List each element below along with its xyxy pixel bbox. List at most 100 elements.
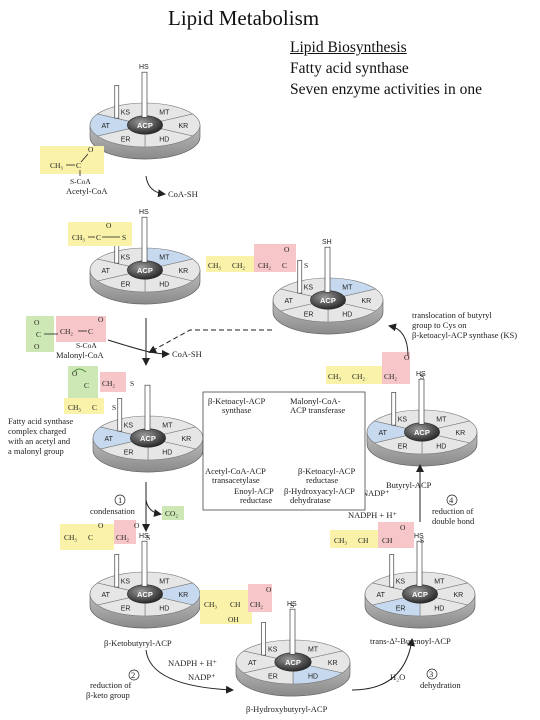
- wheel-hydroxybutyryl-pin-label: HS: [287, 601, 297, 608]
- legend-at-2: transacetylase: [212, 475, 260, 485]
- legend-hd-1: β-Hydroxyacyl-ACP: [284, 486, 355, 496]
- wheel-butenoyl-segment-at: [364, 582, 421, 606]
- wheel-hydroxybutyryl-acp-label: ACP: [285, 658, 301, 667]
- malonyl-o-2: O: [98, 315, 104, 324]
- wheel-butenoyl-label-ks: KS: [396, 579, 406, 586]
- translocation-label-3: β-ketoacyl-ACP synthase (KS): [412, 330, 517, 340]
- wheel-translocated-acp-label: ACP: [320, 296, 336, 305]
- w6-ch3: CH₃: [334, 536, 347, 545]
- wheel-ketobutyryl-pin-label: HS: [139, 533, 149, 540]
- wheel-initial-label-mt: MT: [159, 110, 170, 117]
- wheel-hydroxybutyryl-segment-kr: [292, 650, 351, 674]
- wheel-butenoyl-label-at: AT: [377, 592, 386, 599]
- legend-mt-1: Malonyl-CoA-: [290, 396, 341, 406]
- wheel-initial-label-at: AT: [102, 123, 111, 130]
- subtitle-lipid-biosynthesis: Lipid Biosynthesis: [290, 39, 407, 56]
- wheel-butyryl-label-at: AT: [379, 430, 388, 437]
- legend-er-1: Enoyl-ACP: [234, 486, 274, 496]
- acetyl-scoa: S-CoA: [70, 177, 91, 186]
- w5-ch3: CH₃: [204, 600, 217, 609]
- wheel-charged-complex-ks-pin: [117, 398, 123, 432]
- w3-c1: C: [84, 381, 89, 390]
- wheel-butyryl-label-mt: MT: [436, 417, 447, 424]
- wheel-translocated-ks-pin: [297, 260, 303, 294]
- w3-s2: S: [112, 403, 116, 412]
- wheel-initial-label-er: ER: [121, 136, 131, 143]
- wheel-translocated-segment-kr: [327, 288, 384, 312]
- butenoyl-group: CH₃ CH CH O S: [330, 522, 424, 548]
- w4-ch3: CH₃: [64, 533, 77, 542]
- wheel-butenoyl-label-hd: HD: [434, 605, 444, 612]
- w4-c1: C: [88, 533, 93, 542]
- wheel-butenoyl-acp-label: ACP: [412, 590, 428, 599]
- wheel-ketobutyryl-label-kr: KR: [179, 592, 189, 599]
- w8-c: C: [282, 261, 287, 270]
- complex-label-2: complex charged: [8, 426, 67, 436]
- wheel-charged-complex-label-er: ER: [124, 449, 134, 456]
- wheel-acetyl-loaded-label-ks: KS: [121, 255, 131, 262]
- wheel-butyryl-label-hd: HD: [436, 443, 446, 450]
- wheel-charged-complex-acp-pin: [144, 384, 151, 431]
- w2-ch3: CH₃: [72, 233, 85, 242]
- complex-label-4: a malonyl group: [8, 446, 64, 456]
- wheel-hydroxybutyryl-label-er: ER: [268, 673, 278, 680]
- w8-ch3: CH₃: [208, 261, 221, 270]
- subtitle-fatty-acid-synthase: Fatty acid synthase: [290, 60, 409, 77]
- wheel-ketobutyryl-acp-pin: [141, 540, 148, 587]
- acetyl-highlight: [40, 146, 104, 174]
- step-2-badge: [128, 669, 140, 681]
- nadph-label-2: NADPH + H⁺: [348, 510, 397, 520]
- wheel-ketobutyryl-segment-at: [89, 582, 146, 606]
- wheel-acetyl-loaded-segment-kr: [144, 258, 201, 282]
- wheel-hydroxybutyryl-label-mt: MT: [308, 647, 319, 654]
- wheel-butenoyl-label-kr: KR: [454, 592, 464, 599]
- translocated-butyryl-group: CH₃ CH₂ CH₂ C O S: [206, 244, 308, 272]
- w5-ch2: CH₂: [250, 600, 263, 609]
- malonyl-c2: C: [88, 327, 93, 336]
- reduction-double-label-2: double bond: [432, 516, 475, 526]
- wheel-initial-label-hd: HD: [159, 136, 169, 143]
- ketobutyryl-group: CH₃ C O CH₂ O S: [60, 520, 150, 550]
- return-arrow: [148, 329, 272, 353]
- wheel-acetyl-loaded-label-kr: KR: [179, 268, 189, 275]
- wheel-hydroxybutyryl-label-at: AT: [248, 660, 257, 667]
- w2-s: S: [122, 233, 126, 242]
- complex-label-1: Fatty acid synthase: [8, 416, 73, 426]
- wheel-butyryl-ks-pin: [391, 392, 397, 426]
- wheel-butenoyl-acp-pin: [416, 540, 423, 587]
- wheel-charged-complex-label-kr: KR: [182, 436, 192, 443]
- wheel-translocated-label-ks: KS: [304, 285, 314, 292]
- wheel-butyryl-acp-pin: [418, 378, 425, 425]
- w5-ch: CH: [230, 600, 241, 609]
- ketobutyryl-label: β-Ketobutyryl-ACP: [104, 638, 172, 648]
- butenoyl-label: trans-Δ²-Butenoyl-ACP: [370, 636, 451, 646]
- legend-er-2: reductase: [240, 495, 272, 505]
- wheel-initial-segment-at: [89, 113, 146, 137]
- legend-kr-1: β-Ketoacyl-ACP: [298, 466, 355, 476]
- wheel-initial-ks-pin: [114, 85, 120, 119]
- step-1-number: 1: [118, 495, 122, 505]
- malonyl-coa-group: O C O CH₂ C O S-CoA Malonyl-CoA: [26, 315, 106, 360]
- wheel-initial-pin-label: HS: [139, 64, 149, 71]
- wheel-initial-acp-label: ACP: [137, 121, 153, 130]
- charged-complex-groups: O C CH₂ S CH₃ C S: [64, 366, 134, 414]
- wheel-hydroxybutyryl-label-kr: KR: [328, 660, 338, 667]
- legend-box: [202, 391, 366, 511]
- w7-ch2b: CH₂: [384, 372, 397, 381]
- legend-ks-1: β-Ketoacyl-ACP: [208, 396, 265, 406]
- acetyl-c: C: [76, 161, 81, 170]
- step-4-number: 4: [449, 495, 454, 505]
- w2-c: C: [96, 233, 101, 242]
- w7-s: S: [420, 372, 424, 381]
- translocation-label-2: group to Cys on: [412, 320, 467, 330]
- wheel-butyryl-segment-at: [366, 420, 423, 444]
- page-title: Lipid Metabolism: [168, 6, 320, 30]
- step-1-badge: [114, 494, 126, 506]
- malonyl-o-top: O: [34, 318, 40, 327]
- wheel-ketobutyryl-label-mt: MT: [159, 579, 170, 586]
- w8-s: S: [304, 261, 308, 270]
- acetyl-ch3: CH₃: [50, 161, 63, 170]
